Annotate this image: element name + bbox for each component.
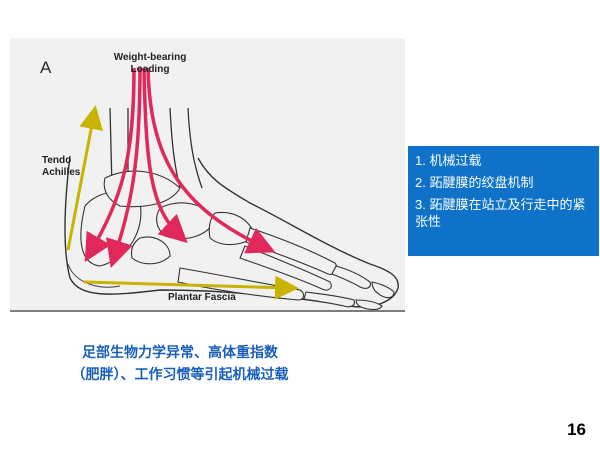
foot-biomechanics-figure: A Weight-bearing Loading Tendo Achilles …	[10, 38, 405, 312]
panel-letter: A	[40, 58, 52, 77]
metatarsal-bones	[177, 227, 338, 301]
skin-outline	[67, 263, 121, 288]
caption: 足部生物力学异常、高体重指数 （肥胖）、工作习惯等引起机械过载	[20, 341, 340, 385]
tendo-achilles-label-line2: Achilles	[42, 167, 81, 178]
load-arrow-heel-inner	[105, 67, 142, 269]
caption-line2: （肥胖）、工作习惯等引起机械过载	[71, 366, 289, 382]
plantar-fascia-arrow	[83, 275, 299, 300]
weight-bearing-label-line1: Weight-bearing	[113, 52, 187, 63]
weight-bearing-label: Weight-bearing Loading	[110, 52, 190, 76]
plantar-fascia-label: Plantar Fascia	[168, 292, 236, 303]
page-number: 16	[567, 420, 586, 439]
weight-bearing-label-line2: Loading	[130, 64, 170, 75]
caption-line1: 足部生物力学异常、高体重指数	[82, 344, 278, 360]
mechanism-list: 1. 机械过载 2. 跖腱膜的绞盘机制 3. 跖腱膜在站立及行走中的紧张性	[415, 152, 595, 230]
foot-skeleton-illustration	[64, 67, 399, 310]
tendo-achilles-label-line1: Tendo	[42, 155, 72, 166]
mechanism-item-2: 2. 跖腱膜的绞盘机制	[415, 175, 534, 190]
mechanism-item-1: 1. 机械过载	[415, 153, 482, 168]
mechanism-item-3: 3. 跖腱膜在站立及行走中的紧张性	[415, 197, 586, 229]
achilles-tendon-arrow	[66, 105, 103, 251]
load-arrows	[84, 67, 276, 269]
tendo-achilles-label: Tendo Achilles	[42, 155, 92, 179]
load-arrow-forefoot	[146, 67, 276, 254]
phalanges	[303, 265, 395, 310]
load-arrow-midfoot	[142, 67, 188, 244]
load-arrow-heel-outer	[84, 67, 136, 263]
mechanism-list-box: 1. 机械过载 2. 跖腱膜的绞盘机制 3. 跖腱膜在站立及行走中的紧张性	[408, 146, 599, 256]
